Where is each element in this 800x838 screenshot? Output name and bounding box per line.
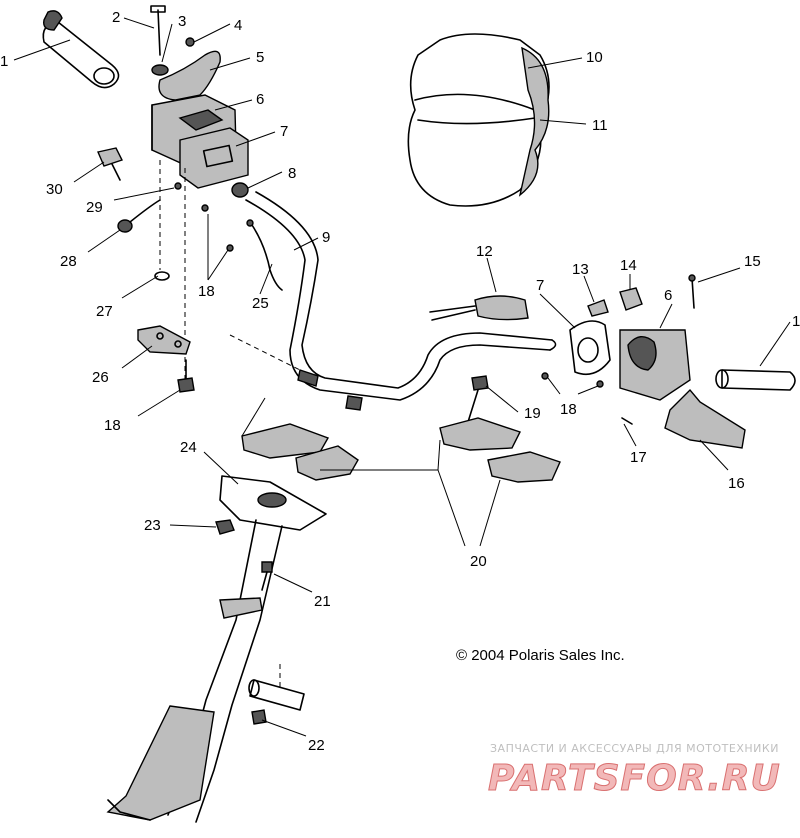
callout-5: 5 — [256, 49, 264, 66]
lower-clamp-20 — [487, 451, 561, 483]
left-clamp-20 — [241, 423, 359, 481]
callout-4: 4 — [234, 17, 242, 34]
callout-29: 29 — [86, 199, 103, 216]
callout-10: 10 — [586, 49, 603, 66]
bolt-21 — [261, 561, 273, 591]
callout-8: 8 — [288, 165, 296, 182]
washer-3 — [151, 64, 169, 76]
switch-housing-7 — [179, 127, 249, 189]
callout-18-bottom: 18 — [104, 417, 121, 434]
callout-18-right: 18 — [560, 401, 577, 418]
callout-28: 28 — [60, 253, 77, 270]
callout-22: 22 — [308, 737, 325, 754]
callout-25: 25 — [252, 295, 269, 312]
right-housing-6 — [619, 329, 691, 401]
callout-1-left: 1 — [0, 53, 8, 70]
pin-15 — [688, 274, 696, 309]
callout-23: 23 — [144, 517, 161, 534]
cable-25 — [246, 219, 283, 291]
callout-3: 3 — [178, 13, 186, 30]
pin-4 — [185, 37, 195, 47]
callout-13: 13 — [572, 261, 589, 278]
callout-30: 30 — [46, 181, 63, 198]
switch-30 — [97, 147, 123, 181]
callout-9: 9 — [322, 229, 330, 246]
small-screw-18a — [201, 204, 234, 252]
pin-17 — [621, 417, 633, 425]
callout-15: 15 — [744, 253, 761, 270]
washer-27 — [154, 271, 170, 281]
callout-12: 12 — [476, 243, 493, 260]
bolt-19 — [467, 375, 489, 423]
assembly-lines-clamps — [241, 397, 441, 471]
callout-6-right: 6 — [664, 287, 672, 304]
watermark-tagline: ЗАПЧАСТИ И АКСЕССУАРЫ ДЛЯ МОТОТЕХНИКИ — [490, 742, 779, 755]
throttle-lever-5 — [158, 50, 221, 101]
callout-7-left: 7 — [280, 123, 288, 140]
assembly-lines-left — [159, 160, 186, 380]
bracket-16 — [664, 388, 746, 449]
plug-28 — [117, 199, 161, 233]
callout-27: 27 — [96, 303, 113, 320]
callout-7-right: 7 — [536, 277, 544, 294]
switch-13 — [587, 299, 609, 317]
handlebar-pad — [407, 33, 550, 207]
plug-8 — [231, 182, 249, 198]
callouts: 1 2 3 4 5 6 7 8 9 10 11 12 13 14 15 1 6 … — [0, 9, 800, 754]
leader-lines — [13, 17, 791, 737]
screw-29 — [174, 182, 182, 190]
handlebar — [229, 191, 557, 411]
bolt-18 — [177, 359, 195, 393]
right-grip — [715, 369, 796, 391]
right-lever-7 — [569, 320, 611, 376]
callout-20: 20 — [470, 553, 487, 570]
left-grip — [42, 10, 120, 89]
copyright-notice: © 2004 Polaris Sales Inc. — [456, 647, 625, 664]
harness-12 — [429, 295, 529, 321]
callout-6-left: 6 — [256, 91, 264, 108]
callout-14: 14 — [620, 257, 637, 274]
callout-2: 2 — [112, 9, 120, 26]
switch-14 — [619, 287, 643, 311]
steering-post — [106, 475, 327, 823]
callout-17: 17 — [630, 449, 647, 466]
screws-18-right — [541, 372, 604, 388]
screw-2 — [150, 5, 166, 56]
upper-clamp-20 — [439, 417, 521, 451]
bracket-26 — [137, 325, 191, 355]
watermark-brand: PARTSFOR.RU — [488, 758, 781, 799]
callout-21: 21 — [314, 593, 331, 610]
callout-18-left: 18 — [198, 283, 215, 300]
callout-26: 26 — [92, 369, 109, 386]
callout-1-right: 1 — [792, 313, 800, 330]
callout-24: 24 — [180, 439, 197, 456]
callout-16: 16 — [728, 475, 745, 492]
nut-23 — [215, 519, 235, 535]
sleeve-22 — [248, 664, 305, 725]
callout-11: 11 — [592, 117, 608, 134]
callout-19: 19 — [524, 405, 541, 422]
